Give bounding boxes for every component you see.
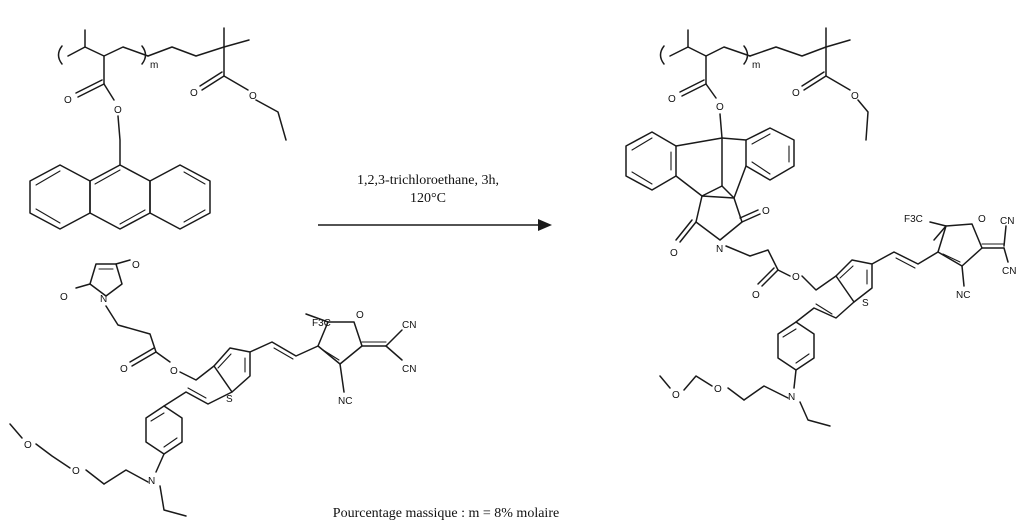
product-succinimide: O O N [670,195,779,271]
svg-text:F3C: F3C [904,214,923,225]
reactant-polymer-backbone: m [57,27,250,77]
svg-text:N: N [100,294,107,305]
svg-text:O: O [60,292,68,303]
svg-text:O: O [64,95,72,106]
reactant-tcf-acceptor: F3C O CN CN NC [305,310,416,407]
svg-text:O: O [249,91,257,102]
reactant-linker-ester: O O [120,347,215,381]
product-linker-ester: O O [752,267,837,301]
svg-text:O: O [851,91,859,102]
reaction-arrow-group: 1,2,3-trichloroethane, 3h, 120°C [318,173,552,231]
reactant-donor: N [103,387,233,517]
product-structure: m O O O O [625,27,1016,427]
svg-text:m: m [752,60,760,71]
svg-text:N: N [788,392,795,403]
svg-text:CN: CN [1002,266,1016,277]
svg-text:CN: CN [402,320,416,331]
svg-text:O: O [114,105,122,116]
svg-text:O: O [670,248,678,259]
reaction-arrow-head [538,219,552,231]
svg-text:O: O [24,440,32,451]
product-tcf-acceptor: F3C O CN CN NC [904,214,1016,301]
svg-text:O: O [792,272,800,283]
svg-text:O: O [762,206,770,217]
svg-text:O: O [752,290,760,301]
reactant-mom-chain: O O [9,423,105,485]
svg-text:N: N [716,244,723,255]
svg-text:O: O [672,390,680,401]
svg-text:m: m [150,60,158,71]
product-vinylene-acceptor [871,251,939,269]
reactant-structure: m O O O O [9,27,416,517]
svg-text:O: O [170,366,178,377]
svg-text:F3C: F3C [312,318,331,329]
conditions-line-1: 1,2,3-trichloroethane, 3h, [357,173,499,188]
product-polymer-backbone: m [659,27,851,77]
svg-text:O: O [978,214,986,225]
svg-text:CN: CN [1000,216,1014,227]
svg-text:O: O [668,94,676,105]
svg-text:CN: CN [402,364,416,375]
svg-text:O: O [716,102,724,113]
svg-text:S: S [862,298,869,309]
svg-text:NC: NC [338,396,352,407]
svg-text:O: O [714,384,722,395]
product-mom-chain: O O [659,375,745,401]
svg-text:N: N [148,476,155,487]
svg-text:O: O [132,260,140,271]
reactant-maleimide: O O N [60,259,157,353]
svg-text:O: O [72,466,80,477]
reactant-methyl-ester: O O [190,71,287,141]
svg-text:O: O [356,310,364,321]
svg-text:O: O [120,364,128,375]
reactant-thiophene: S [213,347,251,405]
product-diels-alder-adduct [625,127,795,199]
product-thiophene: S [835,259,873,309]
product-donor: N [743,301,855,427]
product-ester: O O [668,55,724,139]
scheme-caption: Pourcentage massique : m = 8% molaire [333,506,559,521]
svg-text:S: S [226,394,233,405]
reactant-anthracene [29,164,211,230]
product-methyl-ester: O O [792,71,869,141]
reactant-vinylene-acceptor [249,341,319,360]
svg-text:O: O [792,88,800,99]
svg-text:O: O [190,88,198,99]
reactant-anthracenyl-ester: O O [64,55,122,166]
svg-text:NC: NC [956,290,970,301]
conditions-line-2: 120°C [410,191,446,206]
